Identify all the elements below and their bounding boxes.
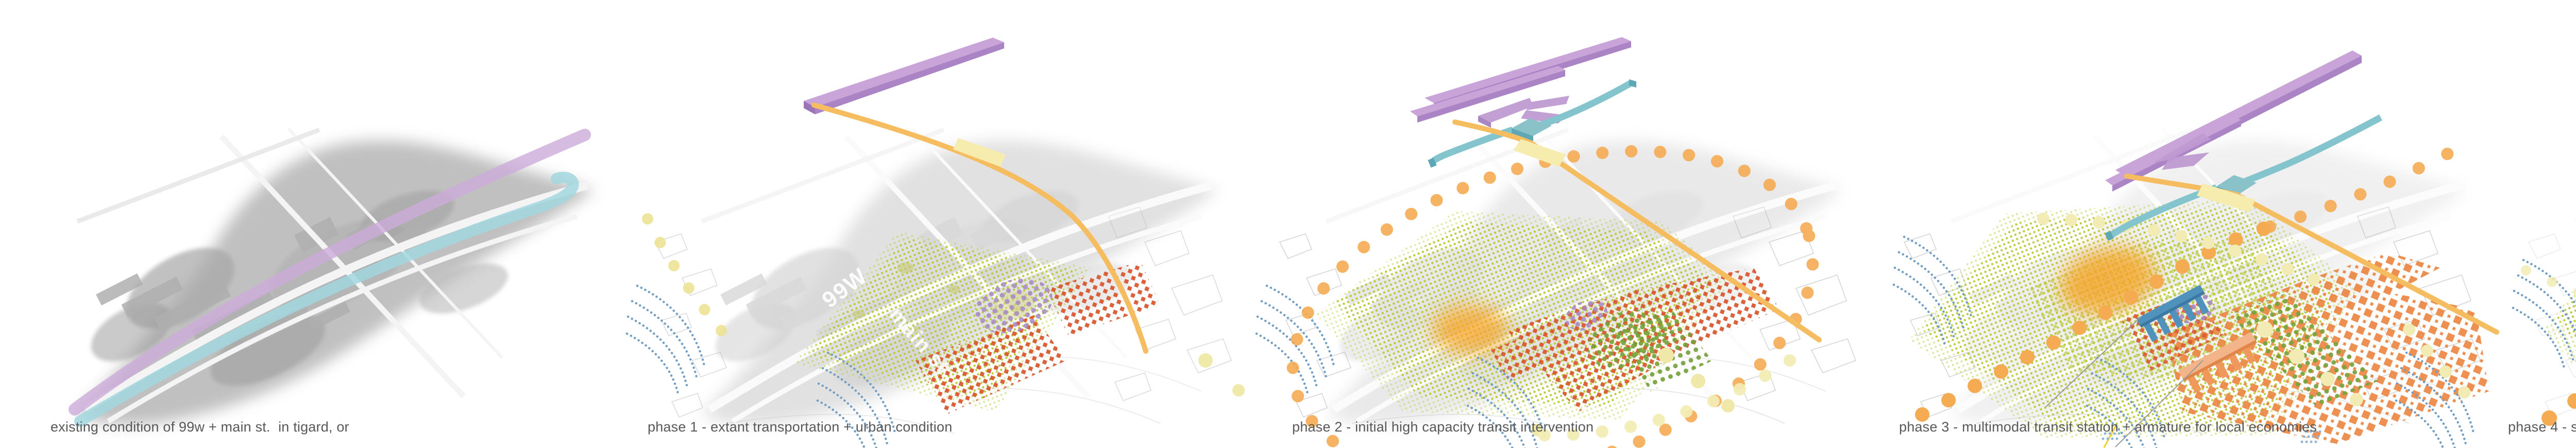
orange-dot-ring <box>1915 138 2480 422</box>
panel-existing-condition <box>69 129 592 427</box>
purple-dot-cluster <box>1565 300 1607 331</box>
cream-dots <box>1531 348 1735 436</box>
panel-phase-1: 99W main st. <box>627 38 1245 448</box>
creek-dot-wave-left <box>627 286 704 395</box>
existing-99w-highway-overlay <box>69 129 591 416</box>
panel-phase-4 <box>2513 44 2576 434</box>
yellow-station-segment <box>2197 183 2256 212</box>
orange-dot-ring <box>1286 145 1819 448</box>
pale-dots-bottom-right <box>1198 353 1245 397</box>
yellow-route-line <box>811 102 1148 354</box>
caption-phase-2: phase 2 - initial high capacity transit … <box>1292 419 1594 435</box>
below-caption-fragments <box>2102 426 2321 448</box>
cream-dot-arc <box>1531 354 1796 442</box>
yellow-route-line <box>1452 119 1822 342</box>
green-open-space-halftone <box>2544 288 2576 369</box>
caption-existing-condition: existing condition of 99w + main st. in … <box>50 419 349 435</box>
purple-dot-cluster <box>974 278 1053 334</box>
yellow-route-line <box>2124 174 2499 335</box>
panel-phase-2 <box>1253 37 1856 448</box>
caption-phase-4: phase 4 - system integration + urban gro… <box>2508 419 2576 435</box>
existing-main-st-overlay <box>74 171 579 427</box>
purple-transit-bar <box>804 38 1004 114</box>
orange-market-comb-structure <box>2178 332 2257 393</box>
teal-station-node <box>1512 118 1552 136</box>
purple-transit-bars <box>1410 37 1631 123</box>
yellow-station-segment <box>953 138 1006 167</box>
cream-dots-on-band <box>2257 321 2363 406</box>
blue-station-comb-structure <box>2136 285 2209 342</box>
red-commercial-halftone <box>916 262 1160 415</box>
teal-station-node <box>2216 175 2257 194</box>
teal-transit-line <box>1428 79 1636 168</box>
purple-branch-arrow <box>2151 133 2211 170</box>
orange-activity-glow <box>1432 305 1509 354</box>
yellow-station-segment <box>1514 139 1566 167</box>
caption-phase-3: phase 3 - multimodal transit station + a… <box>1899 419 2317 435</box>
panel-phase-3 <box>1894 50 2499 448</box>
caption-phase-1: phase 1 - extant transportation + urban … <box>648 419 953 435</box>
leader-lines <box>2045 316 2204 447</box>
